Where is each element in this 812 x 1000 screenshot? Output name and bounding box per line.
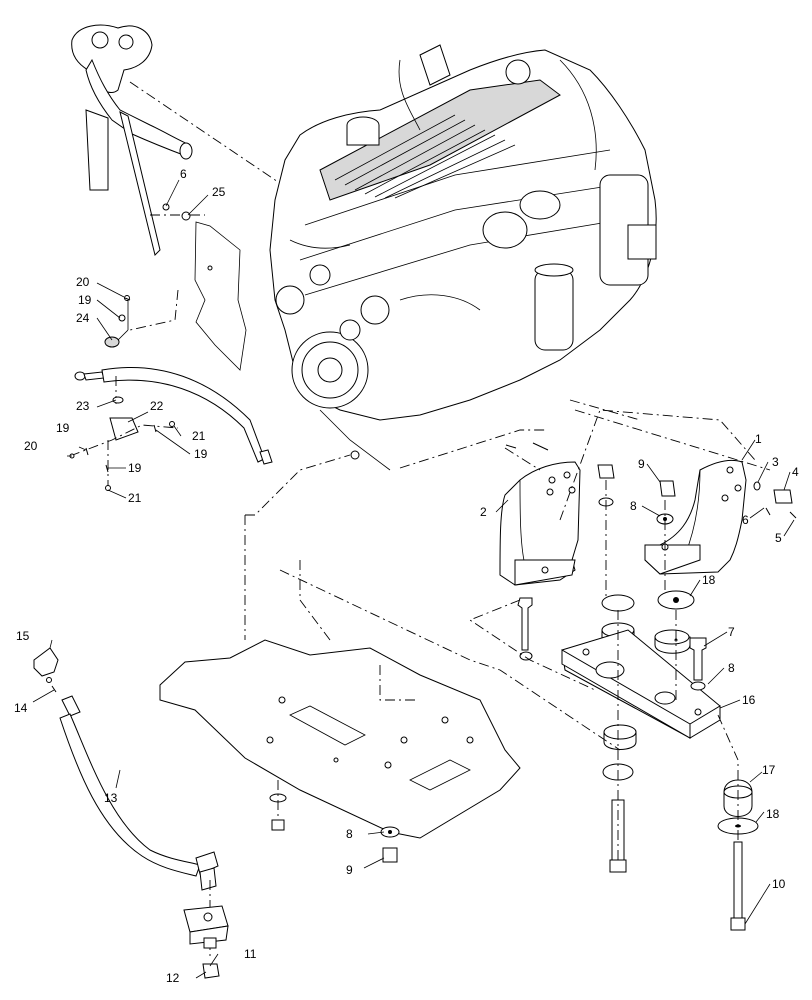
callout-12: 12 xyxy=(166,971,180,985)
callout-7: 7 xyxy=(728,625,735,639)
callout-13: 13 xyxy=(104,791,118,805)
callout-22: 22 xyxy=(150,399,164,413)
callout-14: 14 xyxy=(14,701,28,715)
callout-20-upper: 20 xyxy=(76,275,90,289)
frame-base-plate xyxy=(159,399,771,839)
callout-6-upper: 6 xyxy=(180,167,187,181)
callout-6-right: 6 xyxy=(742,513,749,527)
callout-15: 15 xyxy=(16,629,30,643)
callout-9-lower: 9 xyxy=(346,863,353,877)
callout-23: 23 xyxy=(76,399,90,413)
callout-5: 5 xyxy=(775,531,782,545)
callout-18-lower: 18 xyxy=(766,807,780,821)
mount-hardware-upper xyxy=(597,464,676,600)
hose-bracket-hardware xyxy=(69,295,273,491)
callout-leaders xyxy=(32,179,795,979)
mount-isolators xyxy=(517,590,759,931)
callout-9-upper: 9 xyxy=(638,457,645,471)
callout-17: 17 xyxy=(762,763,776,777)
callout-3: 3 xyxy=(772,455,779,469)
callout-16: 16 xyxy=(742,693,756,707)
callout-8-right: 8 xyxy=(728,661,735,675)
lower-mount-hardware xyxy=(269,780,400,863)
callout-11: 11 xyxy=(244,947,257,961)
nut-25-icon xyxy=(181,211,191,221)
callout-21-lower: 21 xyxy=(128,491,142,505)
engine-assembly xyxy=(269,44,657,471)
callout-19-right: 19 xyxy=(194,447,208,461)
turbo-intake-assembly xyxy=(71,24,291,256)
callout-19-lower: 19 xyxy=(128,461,142,475)
callout-19-upper: 19 xyxy=(78,293,92,307)
callout-21-right: 21 xyxy=(192,429,206,443)
callout-19-left: 19 xyxy=(56,421,70,435)
callout-2: 2 xyxy=(480,505,487,519)
engine-mount-bracket-left xyxy=(499,442,581,586)
washer-6-icon xyxy=(162,203,170,211)
callout-4: 4 xyxy=(792,465,799,479)
callout-24: 24 xyxy=(76,311,90,325)
callout-20-left: 20 xyxy=(24,439,38,453)
callout-18-upper: 18 xyxy=(702,573,716,587)
callout-8-lower: 8 xyxy=(346,827,353,841)
callout-8-upper: 8 xyxy=(630,499,637,513)
callout-10: 10 xyxy=(772,877,786,891)
callout-1: 1 xyxy=(755,432,762,446)
heat-shield-panel xyxy=(194,221,247,371)
callout-25: 25 xyxy=(212,185,226,199)
callout-labels: 1 2 3 4 5 6 6 7 8 8 8 9 9 10 11 12 13 14… xyxy=(14,167,799,985)
